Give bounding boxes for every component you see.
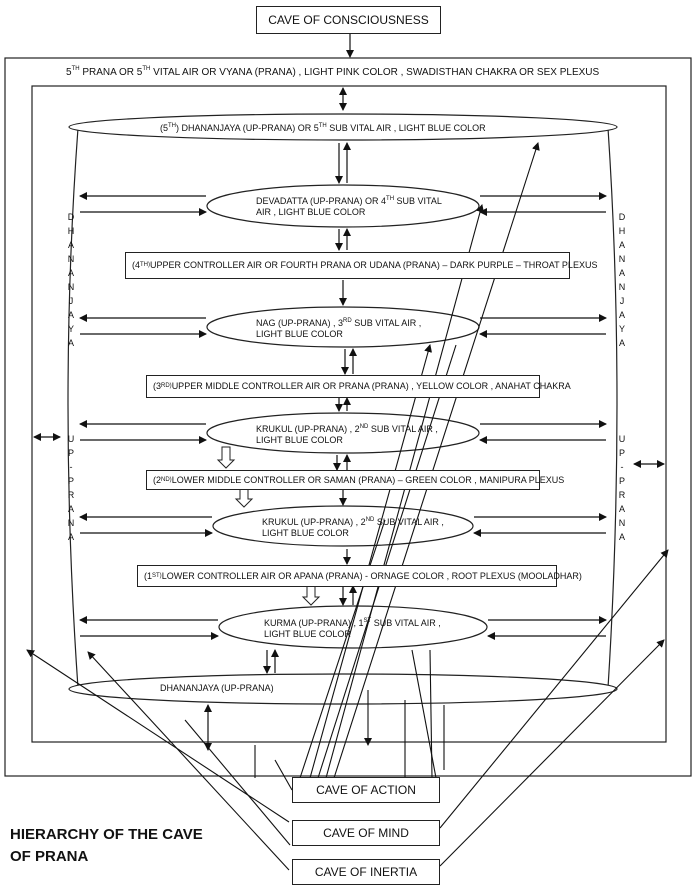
outer-frame [4,57,692,777]
cave-of-mind-label: CAVE OF MIND [323,826,409,840]
cave-of-inertia-box: CAVE OF INERTIA [292,859,440,885]
cave-of-consciousness-label: CAVE OF CONSCIOUSNESS [268,13,429,27]
vyana-label: 5TH PRANA OR 5TH VITAL AIR OR VYANA (PRA… [66,65,600,78]
right-dhananjaya-vertical: D H A N A N J A Y A [618,212,626,348]
inner-frame [31,85,667,743]
vessel-left-side [67,127,79,689]
cave-of-consciousness-box: CAVE OF CONSCIOUSNESS [256,6,441,34]
krukul-lower-label: KRUKUL (UP-PRANA) , 2ND SUB VITAL AIR , … [262,517,444,538]
bottom-ellipse-shape [68,673,618,705]
cave-of-mind-box: CAVE OF MIND [292,820,440,846]
left-dhananjaya-vertical: D H A N A N J A Y A [67,212,75,348]
bottom-ellipse-label: DHANANJAYA (UP-PRANA) [160,683,274,693]
vessel-right-side [607,127,618,689]
nag-label: NAG (UP-PRANA) , 3RD SUB VITAL AIR , LIG… [256,318,422,339]
devadatta-label: DEVADATTA (UP-PRANA) OR 4TH SUB VITAL AI… [256,196,442,217]
cave-of-inertia-label: CAVE OF INERTIA [314,865,418,879]
krukul2-ellipse [212,505,474,547]
kurma-label: KURMA (UP-PRANA) , 1ST SUB VITAL AIR , L… [264,618,441,639]
cave-of-action-label: CAVE OF ACTION [316,783,416,797]
krukul-upper-label: KRUKUL (UP-PRANA) , 2ND SUB VITAL AIR , … [256,424,438,445]
left-up-prana-vertical: U P - P R A N A [67,434,75,542]
kurma-ellipse [218,605,488,649]
top-ellipse-shape [68,113,618,141]
cave-of-action-box: CAVE OF ACTION [292,777,440,803]
krukul1-ellipse [206,412,480,454]
right-up-prana-vertical: U P - P R A N A [618,434,626,542]
top-ellipse-label: (5TH) DHANANJAYA (UP-PRANA) OR 5TH SUB V… [160,123,486,133]
